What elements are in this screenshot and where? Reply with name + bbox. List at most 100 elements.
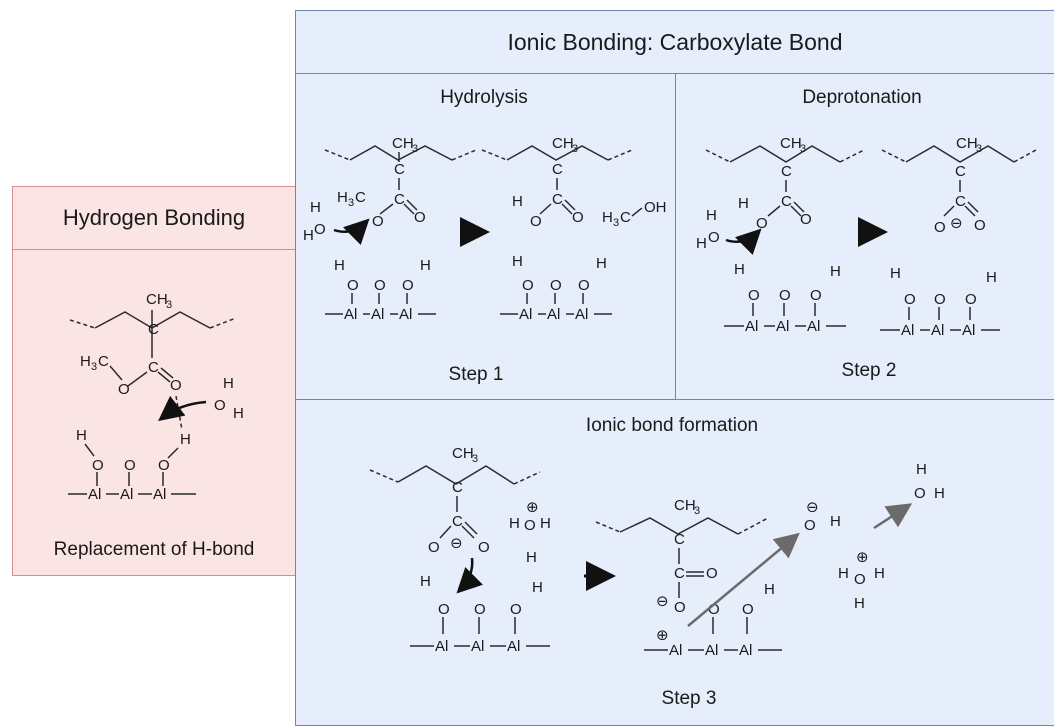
s1-carbon: C [394,161,405,178]
s1-carbonyl-c: C [394,191,405,208]
s3p-carbon: C [674,531,685,548]
s1p-carbon: C [552,161,563,178]
s3p-surf-o2: O [708,601,720,618]
s3p-methyl: CH [674,497,696,514]
deprotonation-title: Deprotonation [802,87,922,108]
step2-product: CH 3 C C O ⊖ O H O O O H Al Al Al [880,135,1037,339]
s3-al1: Al [435,638,448,655]
s1p-al3: Al [575,306,588,323]
s3-methyl-sub: 3 [472,453,478,465]
s2p-al2: Al [931,322,944,339]
hydrogen-bonding-title: Hydrogen Bonding [13,187,295,250]
s2-al3: Al [807,318,820,335]
s2p-surf-o3: O [965,291,977,308]
hb-carbonyl-c: C [148,359,159,376]
s3p-minus: ⊖ [656,593,669,610]
s2-water-h1: H [706,207,717,224]
s1-water-h2: H [303,227,314,244]
s2-al1: Al [745,318,758,335]
step3-label: Step 3 [661,688,717,709]
hb-surf-h1: H [76,427,87,444]
s3p-hydroxide-minus: ⊖ [806,499,819,516]
s2-carbonyl-c: C [781,193,792,210]
s3-hydronium-h1: H [509,515,520,532]
s3p-al3: Al [739,642,752,659]
hydrolysis-title: Hydrolysis [440,87,528,108]
s1-surf-o3: O [402,277,414,294]
s1-al3: Al [399,306,412,323]
step1-reactant: CH 3 C C H 3 C O O H O H H O O O H Al Al… [303,135,477,323]
s2p-carbonyl-o: O [974,217,986,234]
hb-carbonyl-o: O [170,377,182,394]
hb-methyl: CH [146,291,168,308]
hb-surf-o3: O [158,457,170,474]
s3p-h3o-plus: ⊕ [856,549,869,566]
s1p-surf-o2: O [550,277,562,294]
hb-methoxy-sub: 3 [91,361,97,373]
s3p-carbonyl-c: C [674,565,685,582]
s1p-al1: Al [519,306,532,323]
s3p-surf-h3: H [764,581,775,598]
replacement-caption: Replacement of H-bond [53,539,255,560]
hb-al3: Al [153,486,166,503]
step1-product: CH 3 C C H O O H 3 C OH H O O O H Al Al … [481,135,667,323]
s3p-h3o-h2: H [874,565,885,582]
s2p-methyl: CH [956,135,978,152]
s1p-acid-h: H [512,193,523,210]
s1p-methanol-oh: OH [644,199,667,216]
s3p-methyl-sub: 3 [694,505,700,517]
s2p-o-minus: O [934,219,946,236]
s1p-acid-o: O [530,213,542,230]
s1-methyl-sub: 3 [412,143,418,155]
s3p-al2: Al [705,642,718,659]
hb-surf-o1: O [92,457,104,474]
s1p-methanol-h: H [602,209,613,226]
s2p-methyl-sub: 3 [976,143,982,155]
s3-surf-o3: O [510,601,522,618]
s3-al3: Al [507,638,520,655]
s2p-al1: Al [901,322,914,339]
s1p-carbonyl-o: O [572,209,584,226]
s3-hydronium-plus: ⊕ [526,499,539,516]
s3-al2: Al [471,638,484,655]
s2-acid-o: O [756,215,768,232]
step3-reactant: CH 3 C C O ⊖ O H ⊕ O H H H O O O H Al Al… [369,445,551,655]
s1-carbonyl-o: O [414,209,426,226]
s3p-plus: ⊕ [656,627,669,644]
step-divider-horizontal [296,399,1054,400]
s1-surf-o1: O [347,277,359,294]
hb-al2: Al [120,486,133,503]
s1-methoxy-sub: 3 [348,197,354,209]
s2-surf-o1: O [748,287,760,304]
s2-surf-h3: H [830,263,841,280]
s2-surf-o2: O [779,287,791,304]
s2-al2: Al [776,318,789,335]
s3p-hydroxide-o: O [804,517,816,534]
s3-hydronium-h3: H [526,549,537,566]
s1p-surf-o1: O [522,277,534,294]
s1-ether-o: O [372,213,384,230]
s2p-surf-o1: O [904,291,916,308]
s1p-surf-o3: O [578,277,590,294]
s2-water-h2: H [696,235,707,252]
hb-al1: Al [88,486,101,503]
s3p-h3o-h3: H [854,595,865,612]
s1-surf-h1: H [334,257,345,274]
hb-methoxy-c: C [98,353,109,370]
s1-methoxy-c: C [355,189,366,206]
step2-reactant: CH 3 C C H O O H O H H O O O H Al Al Al [696,135,865,335]
step3-product: CH 3 C C O ⊖ O ⊕ O O H Al Al Al ⊖ O H H … [595,461,945,659]
hb-ether-o: O [118,381,130,398]
s3p-water-h2: H [934,485,945,502]
step-divider-vertical [675,73,676,399]
s3-surf-h1: H [420,573,431,590]
s2-acid-h: H [738,195,749,212]
s1-al1: Al [344,306,357,323]
s1-methyl: CH [392,135,414,152]
hb-methyl-sub: 3 [166,299,172,311]
s3p-water-h1: H [916,461,927,478]
s3p-hydroxide-h: H [830,513,841,530]
s1-surf-o2: O [374,277,386,294]
hb-methoxy-h: H [80,353,91,370]
s2p-carbonyl-c: C [955,193,966,210]
